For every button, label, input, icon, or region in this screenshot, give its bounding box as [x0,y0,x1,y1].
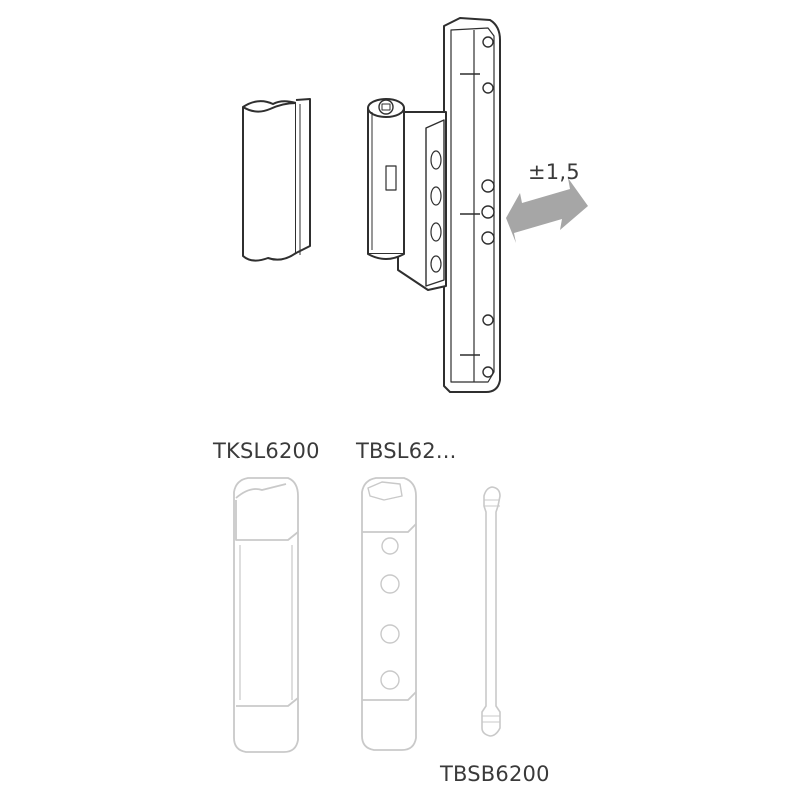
sleeve-cover-illustration [242,98,311,262]
adjustment-label: ±1,5 [528,160,580,184]
pin-part-illustration [481,486,501,737]
hinge-body-illustration [367,17,501,393]
adjustment-arrow [506,178,588,243]
sleeve-part-label: TKSL6200 [213,439,320,463]
body-part-label: TBSL62... [356,439,457,463]
sleeve-part-illustration [233,477,299,753]
pin-part-label: TBSB6200 [440,762,550,786]
body-part-illustration [361,477,417,751]
